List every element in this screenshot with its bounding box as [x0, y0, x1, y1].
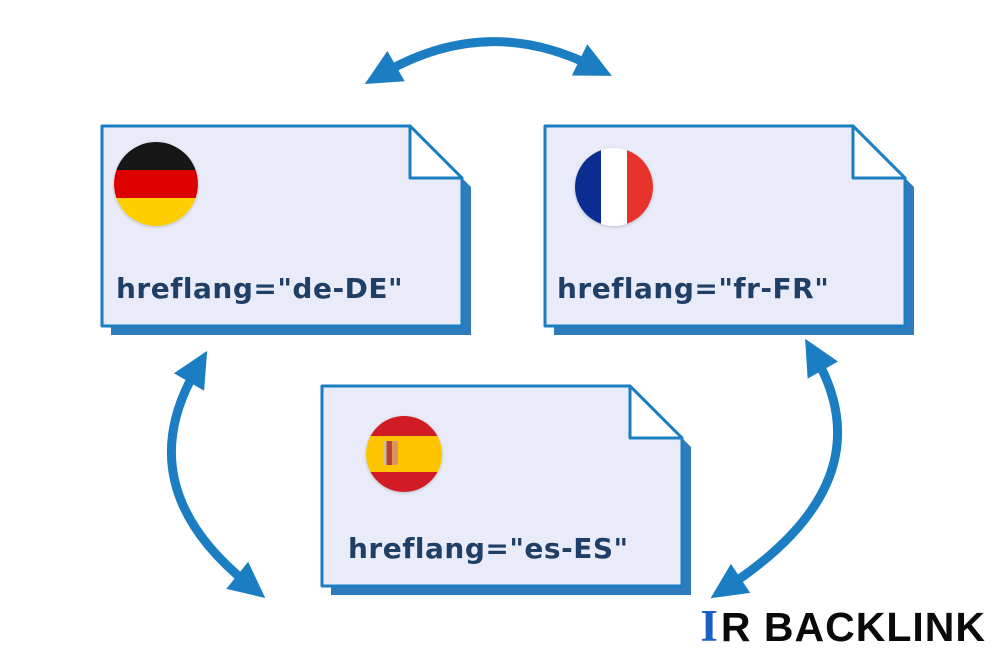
ir-backlink-logo: I R BACKLINK	[700, 600, 986, 652]
hreflang-label-fr: hreflang="fr-FR"	[557, 272, 830, 305]
arrow-fr-es-icon	[710, 338, 842, 599]
hreflang-label-es: hreflang="es-ES"	[348, 532, 629, 565]
logo-initial: I	[700, 601, 719, 651]
france-flag-icon	[575, 148, 653, 226]
germany-flag-icon	[114, 142, 198, 226]
logo-text: R BACKLINK	[720, 604, 986, 650]
page-card-es: hreflang="es-ES"	[320, 384, 691, 595]
page-card-fr: hreflang="fr-FR"	[543, 124, 914, 335]
spain-crest-icon	[382, 441, 398, 466]
arrow-de-fr-icon	[364, 37, 612, 85]
spain-flag-icon	[366, 416, 442, 492]
arrow-de-es-icon	[166, 350, 266, 598]
hreflang-label-de: hreflang="de-DE"	[116, 272, 404, 305]
page-card-de: hreflang="de-DE"	[100, 124, 471, 335]
